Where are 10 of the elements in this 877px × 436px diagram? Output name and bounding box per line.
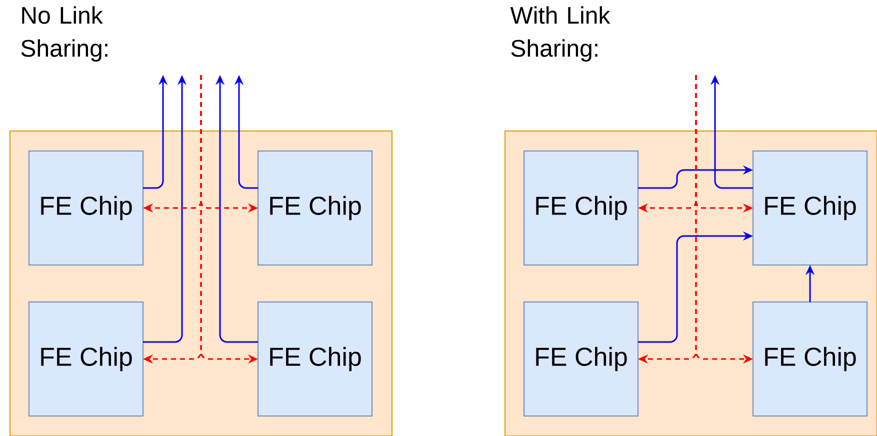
board-title: With Link Sharing:	[510, 6, 610, 62]
chip-box: FE Chip	[752, 302, 868, 416]
chip-box: FE Chip	[258, 302, 372, 416]
board-title: No Link Sharing:	[21, 6, 108, 62]
chip-box: FE Chip	[752, 150, 868, 266]
chip-box: FE Chip	[258, 150, 372, 266]
chip-box: FE Chip	[524, 150, 638, 266]
chip-box: FE Chip	[28, 302, 144, 416]
chip-box: FE Chip	[524, 302, 638, 416]
chip-box: FE Chip	[28, 150, 144, 266]
